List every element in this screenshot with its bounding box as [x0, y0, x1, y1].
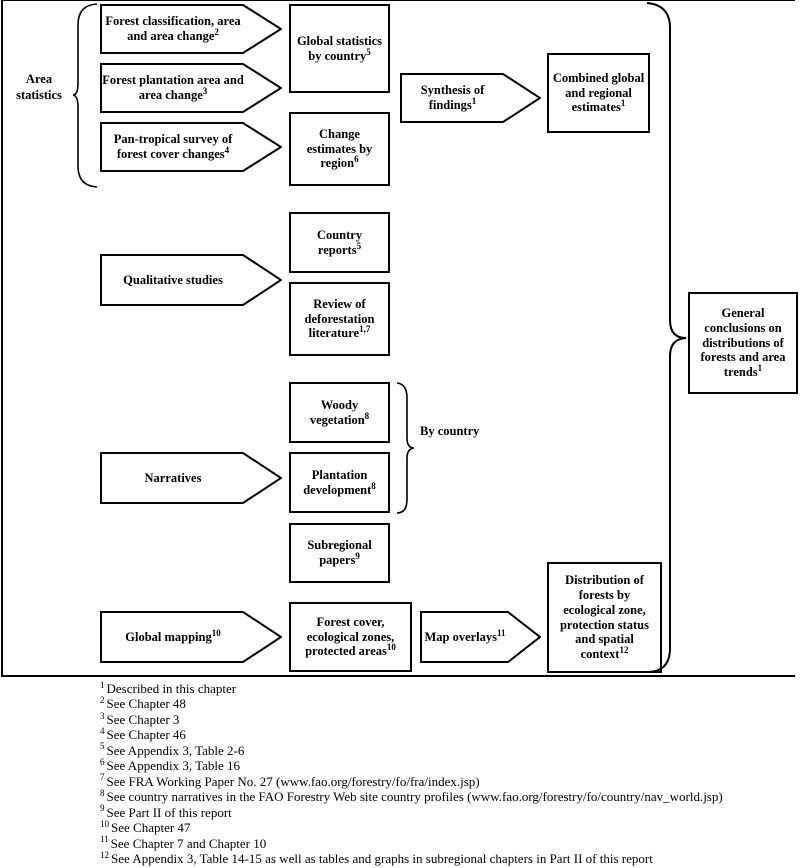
footnote-ref: 8 — [364, 410, 370, 421]
footnote-number: 2 — [100, 695, 105, 706]
arrow-narratives: Narratives — [100, 452, 282, 504]
footnote-text: See Chapter 46 — [106, 727, 186, 743]
footnote-number: 5 — [100, 741, 105, 752]
footnote-text: See Chapter 48 — [106, 696, 186, 712]
area-statistics-label: Area statistics — [16, 72, 62, 102]
arrow-map-overlays-label: Map overlays11 — [424, 627, 506, 644]
footnote-ref: 1 — [620, 98, 626, 109]
figure-border — [1, 0, 795, 677]
box-distribution-of-forests-label: Distribution of forests by ecological zo… — [559, 573, 649, 661]
footnote-ref: 11 — [497, 627, 506, 638]
arrow-forest-plantation-label: Forest plantation area and area change3 — [102, 73, 244, 102]
box-global-statistics-by-country: Global statistics by country5 — [289, 4, 390, 93]
footnote-text: See Appendix 3, Table 14-15 as well as t… — [111, 850, 653, 866]
arrow-global-mapping: Global mapping10 — [100, 611, 282, 663]
arrow-forest-classification-label: Forest classification, area and area cha… — [105, 14, 241, 43]
footnote-ref: 2 — [214, 26, 219, 37]
footnote-number: 4 — [100, 726, 105, 737]
box-forest-cover-ecological-zones: Forest cover, ecological zones, protecte… — [289, 602, 412, 672]
arrow-synthesis-of-findings: Synthesis of findings1 — [400, 73, 541, 123]
box-distribution-of-forests: Distribution of forests by ecological zo… — [547, 562, 662, 673]
footnote-text: See Part II of this report — [106, 804, 232, 820]
footnote-text: See FRA Working Paper No. 27 (www.fao.or… — [106, 773, 480, 789]
arrow-pan-tropical-survey: Pan-tropical survey of forest cover chan… — [100, 122, 282, 172]
box-change-estimates-by-region: Change estimates by region6 — [289, 112, 390, 186]
footnote-ref: 6 — [354, 154, 359, 165]
area-statistics-brace — [72, 3, 98, 188]
footnote-text: See Chapter 3 — [106, 711, 180, 727]
footnote-ref: 10 — [386, 642, 396, 653]
footnote-ref: 12 — [619, 644, 629, 655]
footnote-ref: 9 — [355, 550, 360, 561]
footnote-number: 11 — [100, 834, 109, 845]
box-general-conclusions: General conclusions on distributions of … — [688, 292, 798, 394]
arrow-qualitative-studies: Qualitative studies — [100, 254, 282, 306]
footnote-number: 12 — [100, 849, 109, 860]
flowchart-diagram: Area statistics Forest classification, a… — [1, 0, 798, 677]
box-subregional-papers-label: Subregional papers9 — [307, 538, 372, 567]
box-subregional-papers: Subregional papers9 — [289, 523, 390, 583]
footnote-number: 3 — [100, 710, 105, 721]
box-plantation-development: Plantation development8 — [289, 452, 390, 513]
box-general-conclusions-label: General conclusions on distributions of … — [700, 306, 786, 380]
box-plantation-development-label: Plantation development8 — [303, 467, 376, 497]
footnote-text: See Chapter 7 and Chapter 10 — [110, 835, 267, 851]
footnote-text: See country narratives in the FAO Forest… — [106, 789, 723, 805]
footnote-number: 8 — [100, 787, 105, 798]
box-country-reports-label: Country reports5 — [316, 227, 363, 257]
by-country-brace — [396, 382, 415, 514]
arrow-forest-classification: Forest classification, area and area cha… — [100, 4, 282, 54]
footnote-text: See Chapter 47 — [111, 820, 191, 836]
footnote-number: 6 — [100, 756, 105, 767]
box-woody-vegetation-label: Woody vegetation8 — [309, 397, 370, 427]
box-combined-estimates: Combined global and regional estimates1 — [547, 53, 650, 133]
box-review-deforestation-literature-label: Review of deforestation literature1,7 — [304, 296, 375, 341]
footnote-ref: 10 — [211, 627, 221, 638]
footnote-text: See Appendix 3, Table 16 — [106, 758, 241, 774]
footnote-ref: 3 — [202, 85, 208, 96]
footnote-number: 1 — [100, 679, 105, 690]
footnote-text: See Appendix 3, Table 2-6 — [106, 742, 245, 758]
footnote-number: 7 — [100, 772, 105, 783]
arrow-synthesis-of-findings-label: Synthesis of findings1 — [420, 83, 485, 112]
footnote-ref: 1 — [757, 362, 763, 373]
footnote-ref: 1,7 — [359, 324, 371, 335]
footnote-number: 10 — [100, 818, 109, 829]
main-conclusions-brace — [646, 2, 687, 673]
arrow-pan-tropical-survey-label: Pan-tropical survey of forest cover chan… — [113, 132, 233, 161]
box-combined-estimates-label: Combined global and regional estimates1 — [552, 70, 645, 115]
arrow-global-mapping-label: Global mapping10 — [125, 627, 221, 644]
footnote-ref: 5 — [356, 240, 362, 251]
arrow-narratives-label: Narratives — [144, 470, 202, 485]
footnote-text: Described in this chapter — [106, 681, 237, 696]
box-country-reports: Country reports5 — [289, 212, 390, 273]
arrow-forest-plantation: Forest plantation area and area change3 — [100, 63, 282, 113]
box-global-statistics-by-country-label: Global statistics by country5 — [296, 33, 383, 63]
footnote-ref: 1 — [471, 95, 477, 106]
by-country-label: By country — [420, 424, 480, 438]
arrow-map-overlays: Map overlays11 — [420, 611, 541, 663]
footnote-ref: 5 — [366, 46, 371, 57]
footnote-ref: 4 — [224, 144, 230, 155]
box-change-estimates-by-region-label: Change estimates by region6 — [306, 126, 373, 171]
box-review-deforestation-literature: Review of deforestation literature1,7 — [289, 282, 390, 356]
box-woody-vegetation: Woody vegetation8 — [289, 382, 390, 443]
arrow-qualitative-studies-label: Qualitative studies — [123, 272, 223, 287]
footnote-ref: 8 — [371, 480, 376, 491]
box-forest-cover-ecological-zones-label: Forest cover, ecological zones, protecte… — [305, 614, 396, 659]
footnote-number: 9 — [100, 803, 105, 814]
